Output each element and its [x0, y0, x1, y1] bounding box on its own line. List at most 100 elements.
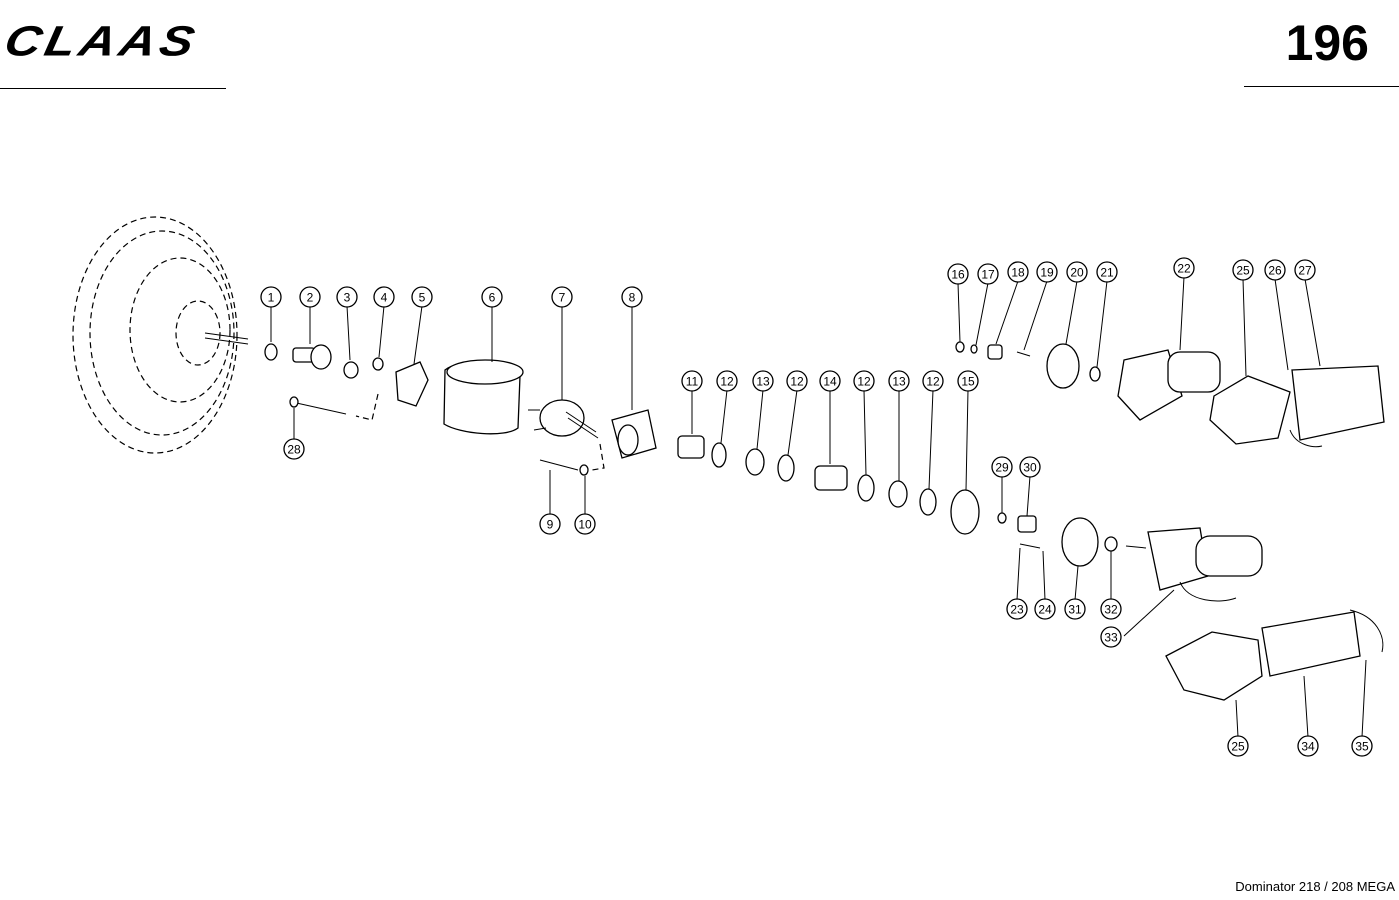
callout-label: 3 — [344, 291, 351, 305]
callout-16: 16 — [947, 263, 969, 285]
callout-20: 20 — [1066, 261, 1088, 283]
callout-circle — [373, 286, 395, 308]
callout-circle — [1006, 598, 1028, 620]
callout-circle — [681, 370, 703, 392]
callout-label: 23 — [1010, 603, 1024, 617]
callout-label: 28 — [287, 443, 301, 457]
callout-12: 12 — [716, 370, 738, 392]
callout-11: 11 — [681, 370, 703, 392]
callout-label: 10 — [578, 518, 592, 532]
callout-35: 35 — [1351, 735, 1373, 757]
callout-circle — [336, 286, 358, 308]
callout-7: 7 — [551, 286, 573, 308]
callout-circle — [1036, 261, 1058, 283]
callout-circle — [1227, 735, 1249, 757]
callout-circle — [1173, 257, 1195, 279]
callout-circle — [957, 370, 979, 392]
callout-label: 24 — [1038, 603, 1052, 617]
callout-9: 9 — [539, 513, 561, 535]
callout-label: 9 — [547, 518, 554, 532]
callout-circle — [283, 438, 305, 460]
callout-label: 19 — [1040, 266, 1054, 280]
callout-12: 12 — [922, 370, 944, 392]
callout-label: 25 — [1236, 264, 1250, 278]
callout-circle — [716, 370, 738, 392]
callout-27: 27 — [1294, 259, 1316, 281]
callout-13: 13 — [752, 370, 774, 392]
callout-circle — [539, 513, 561, 535]
callout-circle — [1297, 735, 1319, 757]
callout-circle — [411, 286, 433, 308]
callout-13: 13 — [888, 370, 910, 392]
callout-25: 25 — [1232, 259, 1254, 281]
callout-label: 27 — [1298, 264, 1312, 278]
callout-5: 5 — [411, 286, 433, 308]
callout-28: 28 — [283, 438, 305, 460]
callout-label: 8 — [629, 291, 636, 305]
callout-label: 1 — [268, 291, 275, 305]
callout-21: 21 — [1096, 261, 1118, 283]
callout-4: 4 — [373, 286, 395, 308]
callout-32: 32 — [1100, 598, 1122, 620]
callout-label: 35 — [1355, 740, 1369, 754]
callout-label: 14 — [823, 375, 837, 389]
callout-15: 15 — [957, 370, 979, 392]
callout-circle — [1034, 598, 1056, 620]
callout-circle — [1100, 598, 1122, 620]
callout-label: 7 — [559, 291, 566, 305]
callout-circle — [1007, 261, 1029, 283]
callout-label: 34 — [1301, 740, 1315, 754]
header-rule-right — [1244, 86, 1399, 87]
callout-label: 11 — [686, 375, 699, 389]
callout-circle — [853, 370, 875, 392]
callout-3: 3 — [336, 286, 358, 308]
callout-label: 4 — [381, 291, 388, 305]
callout-label: 12 — [926, 375, 940, 389]
callout-label: 13 — [892, 375, 906, 389]
callout-25: 25 — [1227, 735, 1249, 757]
callout-31: 31 — [1064, 598, 1086, 620]
callout-circle — [1019, 456, 1041, 478]
pulley-wheel — [72, 216, 249, 454]
callout-1: 1 — [260, 286, 282, 308]
callout-circle — [299, 286, 321, 308]
callout-circle — [481, 286, 503, 308]
callout-circle — [1264, 259, 1286, 281]
callout-label: 32 — [1104, 603, 1118, 617]
callout-circle — [947, 263, 969, 285]
callout-circle — [1096, 261, 1118, 283]
callout-29: 29 — [991, 456, 1013, 478]
callout-label: 12 — [790, 375, 804, 389]
model-label: Dominator 218 / 208 MEGA — [1235, 879, 1395, 894]
callout-19: 19 — [1036, 261, 1058, 283]
callout-label: 29 — [995, 461, 1009, 475]
callout-30: 30 — [1019, 456, 1041, 478]
callout-label: 13 — [756, 375, 770, 389]
callout-circle — [1294, 259, 1316, 281]
callout-24: 24 — [1034, 598, 1056, 620]
callout-label: 31 — [1068, 603, 1082, 617]
callout-circle — [819, 370, 841, 392]
callout-8: 8 — [621, 286, 643, 308]
callout-circle — [991, 456, 1013, 478]
callout-2: 2 — [299, 286, 321, 308]
callout-label: 16 — [951, 268, 965, 282]
page-number: 196 — [1285, 15, 1369, 71]
callout-14: 14 — [819, 370, 841, 392]
callout-label: 25 — [1231, 740, 1245, 754]
callout-label: 21 — [1100, 266, 1114, 280]
callout-label: 30 — [1023, 461, 1037, 475]
callout-34: 34 — [1297, 735, 1319, 757]
callout-circle — [260, 286, 282, 308]
callout-12: 12 — [786, 370, 808, 392]
callout-label: 15 — [961, 375, 975, 389]
callout-label: 2 — [307, 291, 314, 305]
callout-label: 22 — [1177, 262, 1191, 276]
callout-label: 12 — [857, 375, 871, 389]
callout-26: 26 — [1264, 259, 1286, 281]
callout-10: 10 — [574, 513, 596, 535]
callout-circle — [977, 263, 999, 285]
callout-33: 33 — [1100, 626, 1122, 648]
callout-6: 6 — [481, 286, 503, 308]
